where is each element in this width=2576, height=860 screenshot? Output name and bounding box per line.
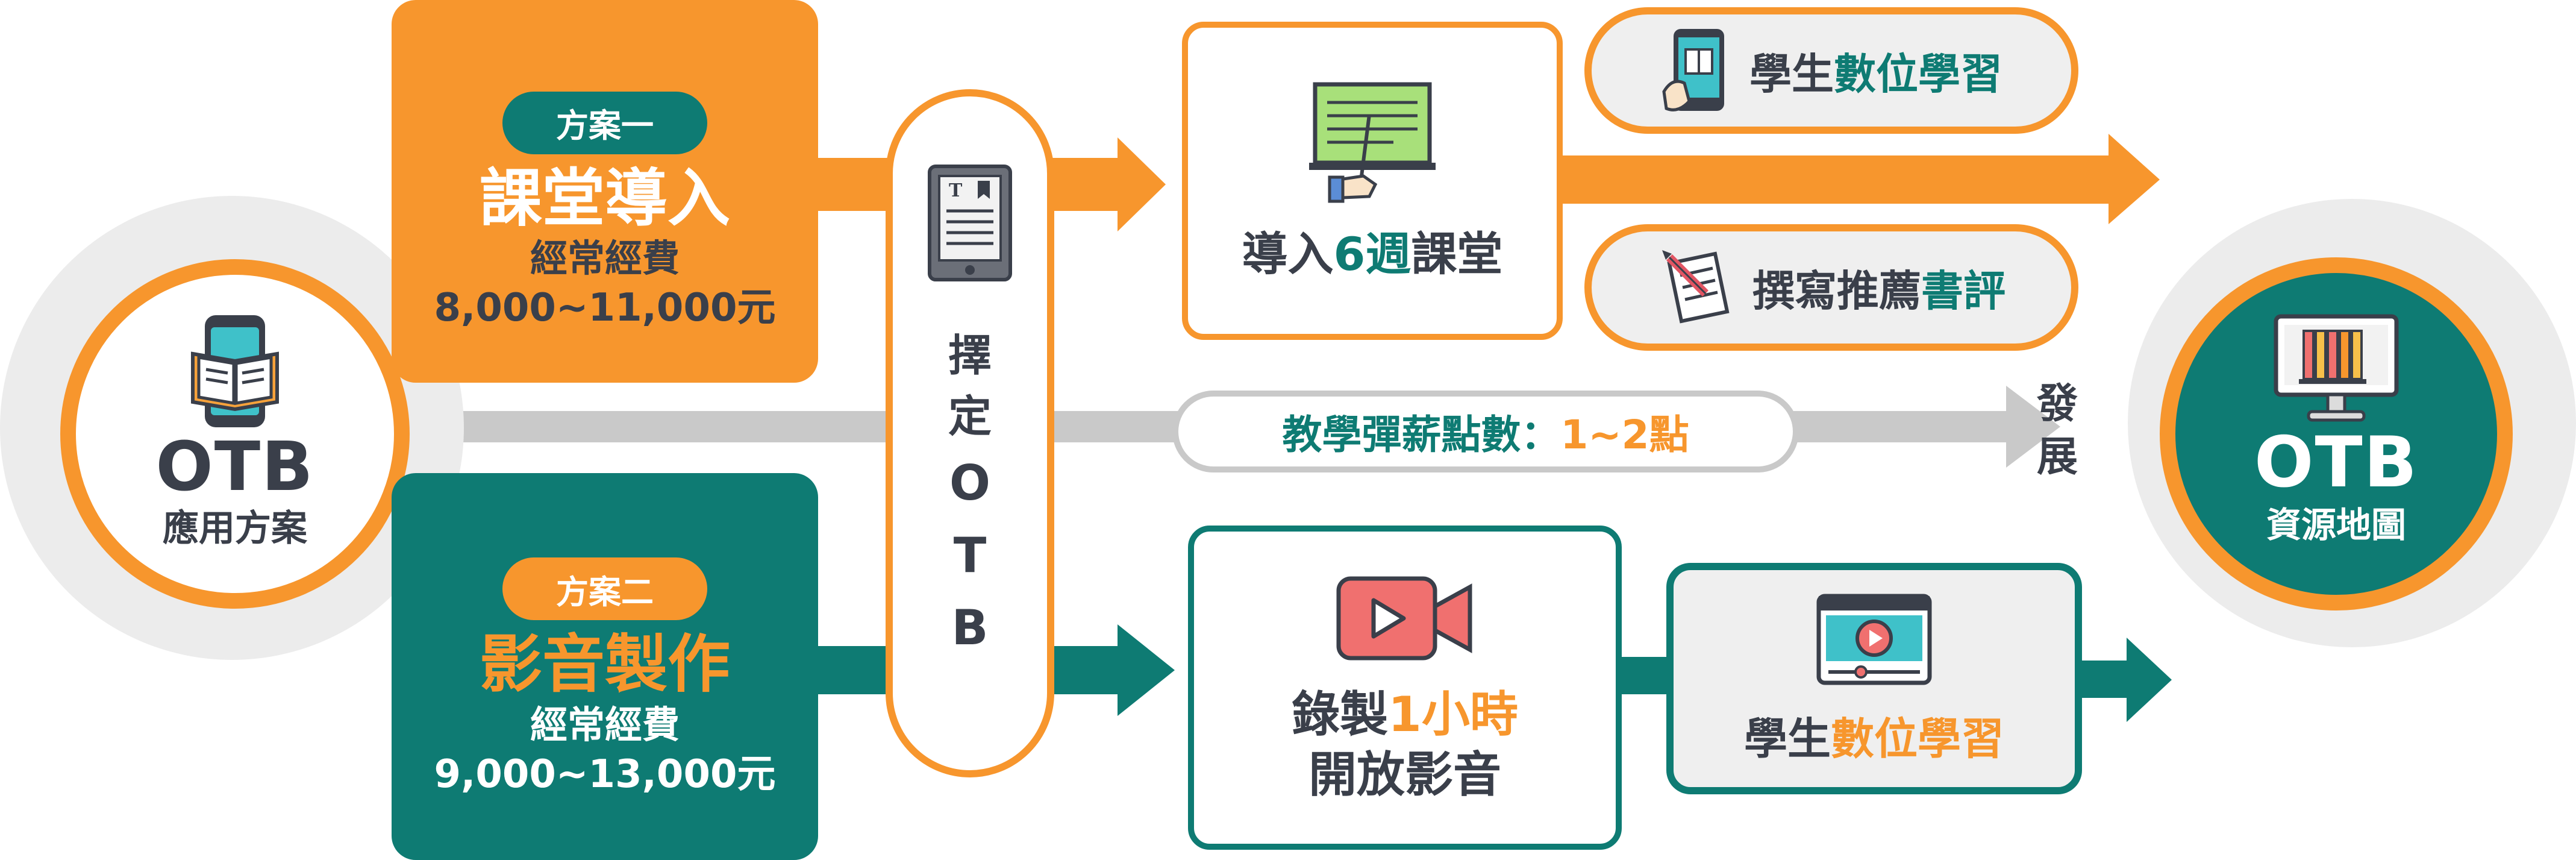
select-otb-char-1: 擇: [948, 330, 992, 381]
book-review-pill: 撰寫推薦書評: [1584, 224, 2078, 351]
classroom-prefix: 導入: [1242, 227, 1334, 281]
svg-text:T: T: [949, 180, 963, 201]
monitor-bookshelf-icon: [2274, 314, 2399, 422]
document-pen-icon: [1662, 250, 1730, 324]
classroom-highlight: 6週: [1333, 227, 1411, 281]
digital-learning-top-prefix: 學生: [1749, 49, 1834, 99]
learning-to-map-bar: [2078, 661, 2133, 698]
select-otb-char-5: B: [951, 599, 989, 656]
right-node-subtitle: 資源地圖: [2266, 504, 2406, 546]
digital-learning-bottom-prefix: 學生: [1743, 713, 1831, 764]
select-otb-char-2: 定: [948, 391, 992, 442]
center-grey-arrowhead: [2006, 386, 2060, 468]
book-review-prefix: 撰寫推薦: [1752, 266, 1921, 316]
plan1-arrowhead: [1118, 137, 1166, 231]
recording-line1-prefix: 錄製: [1292, 686, 1389, 742]
teacher-points-label: 教學彈薪點數：: [1282, 412, 1561, 458]
digital-learning-bottom-box: 學生數位學習: [1666, 563, 2082, 794]
digital-learning-bottom-highlight: 數位學習: [1831, 713, 2005, 764]
recording-line1: 錄製1小時: [1292, 685, 1518, 745]
plan1-box: 方案一 課堂導入 經常經費 8,000~11,000元: [392, 0, 818, 383]
plan1-title: 課堂導入: [479, 161, 730, 235]
left-node-title: OTB: [155, 428, 314, 507]
video-camera-icon: [1336, 576, 1472, 661]
book-review-highlight: 書評: [1921, 266, 2005, 316]
develop-label: 發 展: [2024, 374, 2090, 488]
digital-learning-top-highlight: 數位學習: [1834, 49, 2002, 99]
book-review-text: 撰寫推薦書評: [1752, 257, 2005, 318]
recording-line2: 開放影音: [1308, 747, 1501, 803]
plan1-badge: 方案一: [502, 91, 707, 154]
plan2-box: 方案二 影音製作 經常經費 9,000~13,000元: [392, 473, 818, 860]
select-otb-pill: T 擇 定 O T B: [886, 89, 1054, 777]
plan2-fee-label: 經常經費: [530, 702, 680, 747]
digital-learning-top-pill: 學生數位學習: [1584, 7, 2078, 134]
plan2-arrowhead: [1118, 624, 1175, 716]
classroom-suffix: 課堂: [1411, 227, 1503, 281]
classroom-text: 導入6週課堂: [1242, 217, 1503, 283]
blackboard-teacher-icon: [1309, 82, 1436, 203]
select-otb-char-4: T: [953, 527, 987, 583]
phone-book-icon: [191, 315, 279, 428]
recording-line1-highlight: 1小時: [1388, 686, 1518, 742]
classroom-box: 導入6週課堂: [1182, 22, 1563, 340]
plan2-title: 影音製作: [479, 627, 730, 701]
teacher-points-pill: 教學彈薪點數：1~2點: [1172, 391, 1799, 472]
plan2-fee-range: 9,000~13,000元: [434, 752, 776, 797]
top-right-arrowhead: [2109, 134, 2160, 224]
tablet-book-icon: [1662, 29, 1724, 111]
left-node-circle: OTB 應用方案: [60, 259, 410, 609]
plan1-fee-range: 8,000~11,000元: [434, 286, 776, 330]
digital-learning-top-text: 學生數位學習: [1749, 40, 2002, 101]
classroom-to-map-bar: [1554, 155, 2109, 204]
bottom-right-arrowhead: [2127, 638, 2172, 722]
select-otb-char-3: O: [949, 454, 990, 511]
develop-char-2: 展: [2036, 433, 2078, 481]
right-node-title: OTB: [2254, 422, 2419, 504]
teacher-points-value: 1~2點: [1560, 412, 1689, 458]
left-node-subtitle: 應用方案: [163, 507, 307, 550]
plan2-badge-text: 方案二: [556, 573, 654, 611]
plan1-badge-text: 方案一: [556, 107, 654, 145]
right-node-circle: OTB 資源地圖: [2160, 257, 2513, 610]
ereader-icon: T: [928, 165, 1012, 281]
digital-learning-bottom-text: 學生數位學習: [1744, 703, 2004, 767]
plan2-badge: 方案二: [502, 557, 707, 621]
video-player-icon: [1816, 594, 1932, 685]
recording-box: 錄製1小時 開放影音: [1188, 526, 1622, 850]
plan1-fee-label: 經常經費: [530, 236, 680, 281]
develop-char-1: 發: [2036, 380, 2078, 428]
